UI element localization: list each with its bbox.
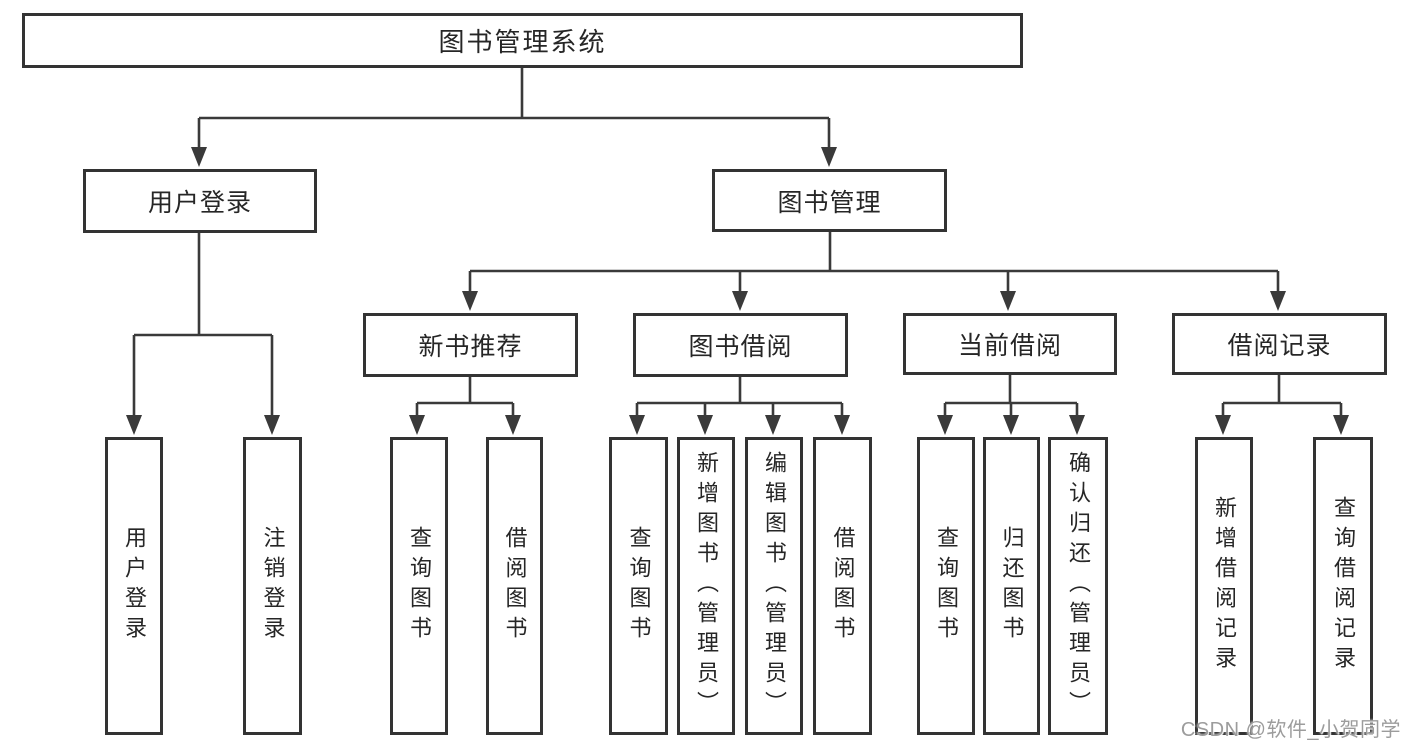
arrowhead: [126, 415, 142, 435]
leaf-confirm-return-admin: 确认归还（管理员）: [1048, 437, 1108, 735]
arrowhead: [264, 415, 280, 435]
arrowhead: [937, 415, 953, 435]
edges-current-borrow-to-leaves: [937, 375, 1085, 435]
arrowhead: [1069, 415, 1085, 435]
node-borrowing-records: 借阅记录: [1172, 313, 1387, 375]
arrowhead: [505, 415, 521, 435]
arrowhead: [409, 415, 425, 435]
arrowhead: [732, 291, 748, 311]
leaf-borrow-book-borrowing: 借阅图书: [813, 437, 872, 735]
node-label: 查询图书: [407, 526, 432, 646]
leaf-edit-book-admin: 编辑图书（管理员）: [745, 437, 803, 735]
arrowhead: [1215, 415, 1231, 435]
node-book-borrowing: 图书借阅: [633, 313, 848, 377]
node-label: 查询借阅记录: [1331, 496, 1356, 676]
node-label: 查询图书: [934, 526, 959, 646]
arrowhead: [462, 291, 478, 311]
node-label: 编辑图书（管理员）: [762, 451, 787, 721]
leaf-query-book-current: 查询图书: [917, 437, 975, 735]
node-label: 新增借阅记录: [1212, 496, 1237, 676]
edges-borrow-record-to-leaves: [1215, 375, 1349, 435]
arrowhead: [191, 147, 207, 167]
node-library-management-system: 图书管理系统: [22, 13, 1023, 68]
node-label: 查询图书: [626, 526, 652, 646]
arrowhead: [834, 415, 850, 435]
node-label: 借阅记录: [1227, 332, 1332, 360]
edges-user-login-to-leaves: [126, 233, 280, 435]
arrowhead: [1003, 415, 1019, 435]
node-label: 注销登录: [260, 526, 286, 646]
leaf-borrow-book-recommend: 借阅图书: [486, 437, 543, 735]
leaf-return-book: 归还图书: [983, 437, 1040, 735]
node-new-book-recommend: 新书推荐: [363, 313, 578, 377]
edges-book-mgmt-to-level3: [462, 232, 1286, 311]
leaf-query-borrow-record: 查询借阅记录: [1313, 437, 1373, 735]
leaf-query-book-recommend: 查询图书: [390, 437, 448, 735]
node-user-login-module: 用户登录: [83, 169, 317, 233]
arrowhead: [765, 415, 781, 435]
arrowhead: [1270, 291, 1286, 311]
arrowhead: [1333, 415, 1349, 435]
leaf-logout: 注销登录: [243, 437, 302, 735]
node-label: 图书管理: [777, 188, 882, 217]
arrowhead: [821, 147, 837, 167]
node-label: 用户登录: [122, 526, 147, 646]
leaf-query-book-borrowing: 查询图书: [609, 437, 668, 735]
node-label: 用户登录: [147, 189, 252, 217]
node-label: 新书推荐: [418, 333, 523, 361]
node-label: 当前借阅: [957, 332, 1062, 360]
node-label: 借阅图书: [830, 526, 856, 646]
leaf-user-login: 用户登录: [105, 437, 163, 735]
arrowhead: [629, 415, 645, 435]
arrowhead: [1000, 291, 1016, 311]
node-book-management-module: 图书管理: [712, 169, 947, 232]
node-label: 图书借阅: [688, 333, 793, 361]
node-label: 新增图书（管理员）: [694, 451, 719, 721]
leaf-add-book-admin: 新增图书（管理员）: [677, 437, 735, 735]
node-label: 图书管理系统: [438, 27, 607, 57]
leaf-add-borrow-record: 新增借阅记录: [1195, 437, 1253, 735]
node-current-borrowing: 当前借阅: [903, 313, 1117, 375]
edges-new-book-rec-to-leaves: [409, 377, 521, 435]
node-label: 归还图书: [999, 526, 1025, 646]
node-label: 确认归还（管理员）: [1066, 451, 1091, 721]
edges-root-to-level2: [191, 68, 837, 167]
edges-book-borrow-to-leaves: [629, 377, 850, 435]
node-label: 借阅图书: [502, 526, 528, 646]
arrowhead: [697, 415, 713, 435]
